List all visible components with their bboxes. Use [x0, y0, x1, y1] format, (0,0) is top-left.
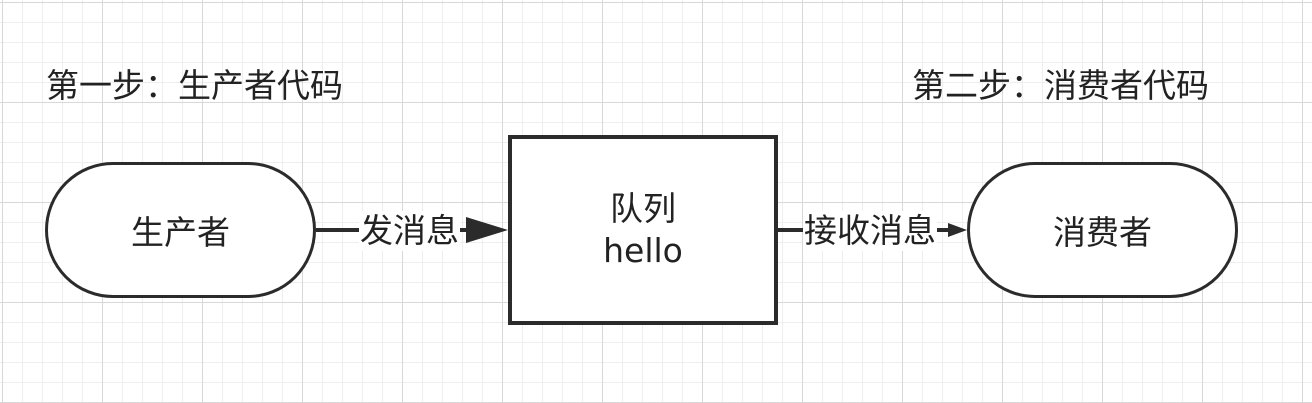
consumer-node[interactable]: 消费者 — [967, 162, 1238, 298]
consumer-label: 消费者 — [1053, 213, 1152, 252]
producer-label: 生产者 — [131, 213, 230, 252]
producer-node[interactable]: 生产者 — [45, 162, 316, 298]
step-two-label: 第二步：消费者代码 — [912, 66, 1209, 105]
receive-message-label: 接收消息 — [803, 211, 937, 251]
queue-node[interactable]: 队列 hello — [508, 135, 778, 325]
queue-name: hello — [603, 231, 683, 270]
step-one-label: 第一步：生产者代码 — [46, 66, 343, 105]
queue-title: 队列 — [610, 189, 676, 228]
send-message-label: 发消息 — [359, 211, 460, 251]
receive-arrowhead — [948, 223, 967, 237]
send-arrowhead — [466, 217, 508, 243]
